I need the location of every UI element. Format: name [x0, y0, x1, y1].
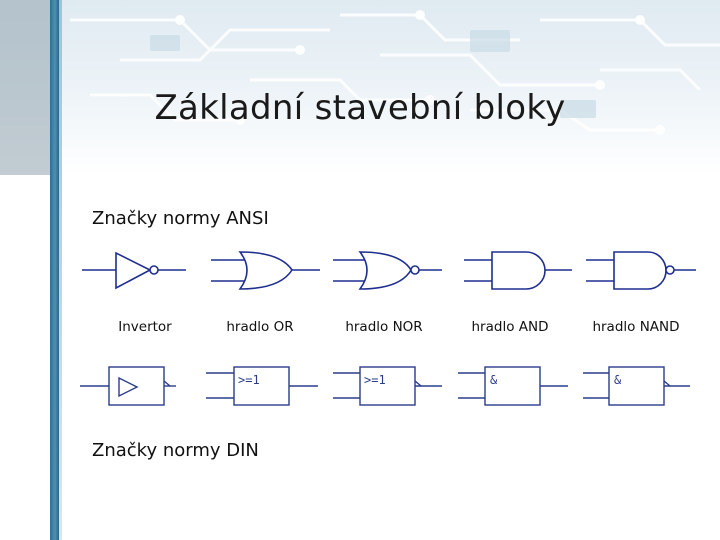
ansi-and-symbol — [464, 251, 572, 290]
din-invertor-symbol — [80, 366, 176, 406]
din-or-text: >=1 — [238, 373, 260, 387]
accent-bar-highlight — [59, 0, 62, 540]
label-nor: hradlo NOR — [345, 319, 423, 335]
label-invertor: Invertor — [118, 319, 172, 335]
accent-bar — [50, 0, 59, 540]
ansi-nand-symbol — [586, 251, 696, 290]
din-heading: Značky normy DIN — [92, 440, 259, 461]
label-nand: hradlo NAND — [592, 319, 680, 335]
header-background-image — [0, 0, 720, 175]
din-and-symbol — [458, 366, 568, 406]
ansi-nor-symbol — [333, 251, 442, 290]
ansi-heading: Značky normy ANSI — [92, 208, 269, 229]
ansi-or-symbol — [211, 251, 320, 290]
din-nor-symbol — [333, 366, 442, 406]
din-and-text: & — [490, 373, 498, 387]
din-or-symbol — [206, 366, 318, 406]
ansi-invertor-symbol — [82, 251, 186, 290]
din-nor-text: >=1 — [364, 373, 386, 387]
din-nand-symbol — [583, 366, 690, 406]
din-nand-text: & — [614, 373, 622, 387]
label-and: hradlo AND — [471, 319, 549, 335]
label-or: hradlo OR — [226, 319, 294, 335]
slide-title: Základní stavební bloky — [154, 88, 566, 128]
